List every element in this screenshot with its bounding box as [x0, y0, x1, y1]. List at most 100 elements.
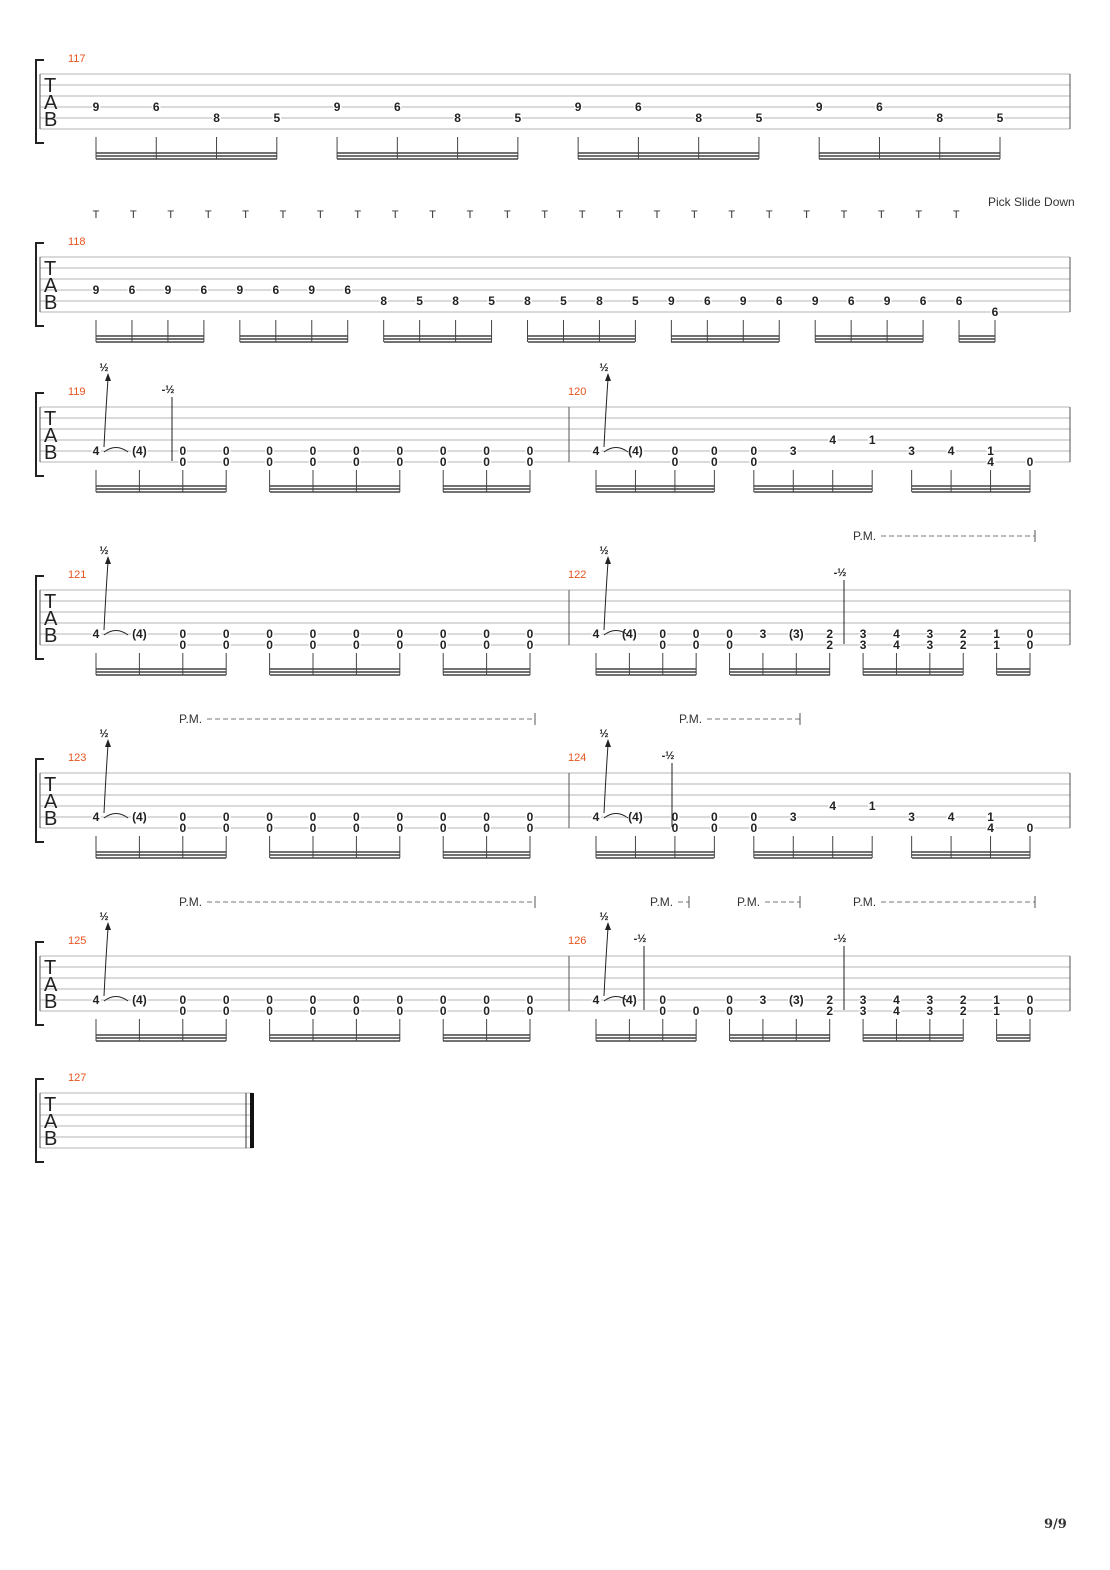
bar-number: 126 [568, 935, 586, 947]
fret-number: 0 [483, 627, 490, 641]
bar-number: 127 [68, 1072, 86, 1084]
fret-number: 0 [527, 1004, 534, 1018]
palm-mute-label: P.M. [853, 529, 876, 543]
fret-number: 0 [659, 638, 666, 652]
bend-amount: ½ [99, 911, 108, 923]
fret-number: 0 [1027, 627, 1034, 641]
fret-number: 6 [848, 294, 855, 308]
fret-number: 0 [396, 821, 403, 835]
tab-clef-letter: T [44, 408, 56, 430]
fret-number: 0 [179, 810, 186, 824]
fret-number: 0 [266, 821, 273, 835]
fret-number: 0 [353, 627, 360, 641]
bend-amount: ½ [599, 911, 608, 923]
fret-number: 0 [726, 1004, 733, 1018]
fret-number: 4 [893, 638, 900, 652]
fret-number: 4 [893, 1004, 900, 1018]
fret-number: 0 [659, 627, 666, 641]
fret-number: 0 [179, 455, 186, 469]
fret-number: 0 [353, 444, 360, 458]
bend-arrow [603, 561, 609, 631]
fret-number: 0 [483, 444, 490, 458]
fret-number: 0 [711, 810, 718, 824]
tie-arc [103, 447, 129, 453]
fret-number: 4 [948, 810, 955, 824]
fret-number: 0 [353, 638, 360, 652]
fret-number: 4 [93, 627, 100, 641]
fret-number: 0 [310, 821, 317, 835]
fret-number: 0 [266, 444, 273, 458]
fret-number: 6 [992, 305, 999, 319]
tap-marker: T [280, 209, 287, 221]
fret-number: 6 [394, 100, 401, 114]
fret-number: 5 [273, 111, 280, 125]
fret-number: 5 [560, 294, 567, 308]
fret-number: 1 [993, 627, 1000, 641]
page-number: 9/9 [1044, 1517, 1067, 1532]
bar-number: 125 [68, 935, 86, 947]
tap-marker: T [841, 209, 848, 221]
fret-number: 9 [236, 283, 243, 297]
fret-number: 6 [704, 294, 711, 308]
fret-number: 1 [993, 993, 1000, 1007]
fret-number: 2 [826, 1004, 833, 1018]
fret-number: (4) [132, 993, 147, 1007]
fret-number: 0 [440, 1004, 447, 1018]
tap-marker: T [803, 209, 810, 221]
fret-number: 1 [993, 638, 1000, 652]
fret-number: 0 [693, 638, 700, 652]
fret-number: 0 [1027, 993, 1034, 1007]
fret-number: 0 [672, 444, 679, 458]
fret-number: 1 [987, 444, 994, 458]
bar-number: 124 [568, 752, 586, 764]
fret-number: 4 [893, 993, 900, 1007]
tab-clef-letter: T [44, 75, 56, 97]
tie-arc [103, 813, 129, 819]
fret-number: 0 [266, 810, 273, 824]
bend-arrow [103, 561, 109, 631]
fret-number: 0 [310, 1004, 317, 1018]
fret-number: 2 [826, 638, 833, 652]
fret-number: 0 [179, 638, 186, 652]
fret-number: 0 [179, 993, 186, 1007]
fret-number: 0 [310, 993, 317, 1007]
fret-number: 9 [668, 294, 675, 308]
tap-marker: T [354, 209, 361, 221]
fret-number: 0 [1027, 455, 1034, 469]
fret-number: 0 [310, 627, 317, 641]
fret-number: 5 [488, 294, 495, 308]
tie-arc [103, 630, 129, 636]
fret-number: 0 [179, 444, 186, 458]
fret-number: 6 [776, 294, 783, 308]
fret-number: 6 [129, 283, 136, 297]
tab-clef-letter: A [44, 275, 58, 297]
fret-number: 3 [860, 1004, 867, 1018]
bend-release-amount: -½ [162, 384, 175, 396]
fret-number: 8 [596, 294, 603, 308]
system-bracket [35, 758, 44, 843]
fret-number: 0 [483, 993, 490, 1007]
fret-number: 0 [527, 993, 534, 1007]
fret-number: 3 [927, 638, 934, 652]
palm-mute-label: P.M. [737, 895, 760, 909]
fret-number: 0 [483, 455, 490, 469]
fret-number: 0 [266, 1004, 273, 1018]
fret-number: 0 [440, 627, 447, 641]
fret-number: 0 [672, 821, 679, 835]
fret-number: (4) [622, 627, 637, 641]
fret-number: 9 [334, 100, 341, 114]
fret-number: 6 [876, 100, 883, 114]
tap-marker: T [579, 209, 586, 221]
fret-number: 6 [956, 294, 963, 308]
tap-marker: T [953, 209, 960, 221]
bar-number: 122 [568, 569, 586, 581]
system-bracket [35, 575, 44, 660]
tap-marker: T [429, 209, 436, 221]
bend-arrow [603, 744, 609, 814]
fret-number: 4 [593, 627, 600, 641]
tap-marker: T [167, 209, 174, 221]
fret-number: 5 [756, 111, 763, 125]
tab-clef-letter: A [44, 425, 58, 447]
fret-number: 0 [527, 455, 534, 469]
